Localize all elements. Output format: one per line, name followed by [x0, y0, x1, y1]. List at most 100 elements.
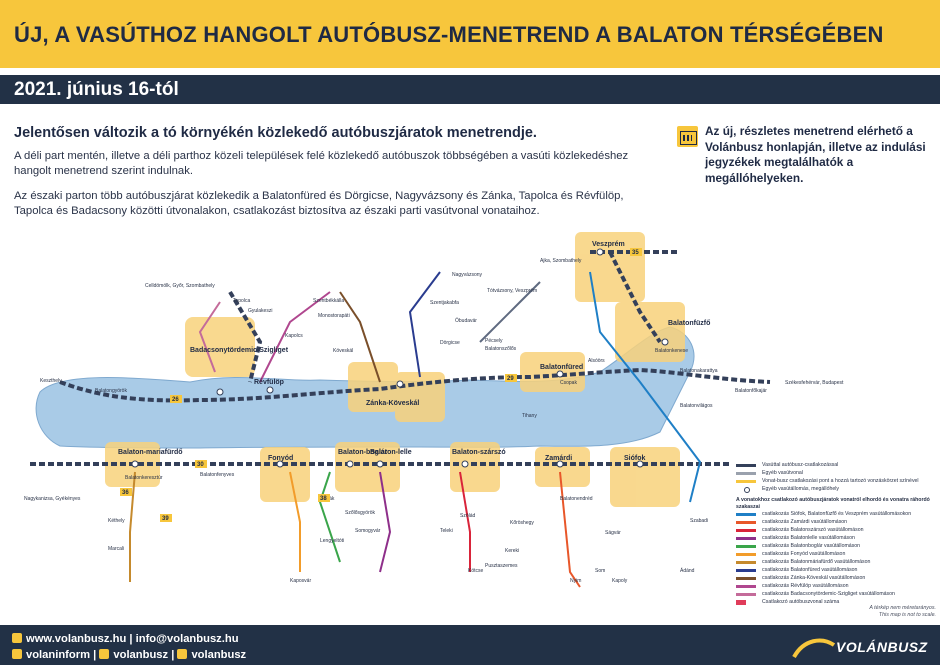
- place-label-12: Tihany: [522, 413, 537, 419]
- legend-route: csatlakozás Balatonboglár vasútállomáson: [736, 543, 936, 551]
- place-label-24: Lengyeltóti: [320, 538, 344, 544]
- route-number-26: 26: [172, 397, 179, 403]
- bus-routes: [129, 271, 702, 588]
- legend-item: Egyéb vasútállomás, megállóhely: [736, 486, 936, 494]
- map-legend: Vasúttal autóbusz-csatlakozással Egyéb v…: [736, 462, 936, 607]
- effective-date: 2021. június 16-tól: [14, 79, 179, 100]
- intro-paragraph-south: A déli part mentén, illetve a déli parth…: [14, 150, 629, 177]
- footer-contact-line: www.volanbusz.hu | info@volanbusz.hu: [12, 633, 239, 645]
- legend-item: Vonat-busz csatlakozási pont a hozzá tar…: [736, 478, 936, 486]
- legend-route: csatlakozás Fonyód vasútállomáson: [736, 551, 936, 559]
- place-label-34: Ságvár: [605, 530, 621, 536]
- place-label-7: Szentjakabfa: [430, 300, 459, 306]
- facebook-icon: [12, 649, 22, 659]
- schedule-notice: Az új, részletes menetrend elérhető a Vo…: [677, 124, 927, 186]
- place-label-37: Kapoly: [612, 578, 628, 584]
- legend-route: csatlakozás Balatonmáriafürdő vasútállom…: [736, 559, 936, 567]
- place-label-27: Kötcse: [468, 568, 484, 574]
- place-label-44: Székesfehérvár, Budapest: [785, 380, 844, 386]
- place-label-41: Szabadi: [690, 518, 708, 524]
- place-label-42: Kaposvár: [290, 578, 311, 584]
- social-link-1[interactable]: volaninform: [26, 649, 91, 661]
- date-bar: 2021. június 16-tól: [0, 75, 940, 104]
- place-label-4: Szentbékkálla: [313, 298, 344, 304]
- place-label-28: Kereki: [505, 548, 519, 554]
- place-label-47: Tótvázsony, Veszprém: [487, 288, 537, 294]
- legend-route: csatlakozás Balatonlelle vasútállomáson: [736, 535, 936, 543]
- hub-label-5: Balatonfüred: [540, 364, 583, 371]
- place-label-22: Balatonfenyves: [200, 472, 235, 478]
- legend-route: csatlakozás Zamárdi vasútállomáson: [736, 519, 936, 527]
- hub-label-2: Badacsonytördemic-Szigliget: [190, 347, 289, 354]
- place-label-35: Som: [595, 568, 605, 574]
- place-label-16: Balatonakarattya: [680, 368, 718, 374]
- hub-label-11: Zamárdi: [545, 455, 572, 462]
- place-label-18: Balatonvilágos: [680, 403, 713, 409]
- map-svg: Veszprém Balatonfüzfő Badacsonytördemic-…: [24, 232, 844, 588]
- intro-heading: Jelentősen változik a tó környékén közle…: [14, 125, 537, 141]
- place-label-21: Balatonkeresztúr: [125, 475, 163, 481]
- hub-label-3: Révfülöp: [254, 379, 284, 386]
- disclaimer-en: This map is not to scale.: [878, 612, 936, 618]
- legend-item: Vasúttal autóbusz-csatlakozással: [736, 462, 936, 470]
- notice-text: Az új, részletes menetrend elérhető a Vo…: [705, 124, 926, 185]
- place-label-1: Gyulakeszi: [248, 308, 272, 314]
- hub-label-6: Balaton-mariafürdő: [118, 449, 183, 456]
- volanbusz-logo: VOLÁNBUSZ: [792, 635, 932, 661]
- hub-label-0: Veszprém: [592, 241, 625, 248]
- page-title: ÚJ, A VASÚTHOZ HANGOLT AUTÓBUSZ-MENETREN…: [14, 22, 884, 47]
- place-label-0: Tapolca: [233, 298, 250, 304]
- place-label-43: Nagykanizsa, Gyékényes: [24, 496, 81, 502]
- legend-route: Csatlakozó autóbuszvonal száma: [736, 599, 936, 607]
- legend-route: csatlakozás Balatonszárszó vasútállomáso…: [736, 527, 936, 535]
- footer-social-line: volaninform | volanbusz | volanbusz: [12, 649, 246, 661]
- hub-label-1: Balatonfüzfő: [668, 320, 710, 327]
- place-label-10: Pécsely: [485, 338, 503, 344]
- website-link[interactable]: www.volanbusz.hu: [26, 633, 127, 645]
- email-link[interactable]: info@volanbusz.hu: [135, 633, 239, 645]
- footer: www.volanbusz.hu | info@volanbusz.hu vol…: [0, 625, 940, 665]
- place-label-46: Celldömölk, Győr, Szombathely: [145, 283, 215, 289]
- route-number-29: 29: [507, 376, 514, 382]
- logo-swoosh-icon: [792, 638, 836, 659]
- hub-label-8: Balaton-boglár: [338, 449, 388, 456]
- place-label-32: Kőröshegy: [510, 520, 534, 526]
- globe-icon: [12, 633, 22, 643]
- route-number-38: 38: [320, 496, 327, 502]
- hub-label-10: Balaton-szárszó: [452, 449, 506, 456]
- disclaimer-hu: A térkép nem méretarányos.: [869, 605, 936, 611]
- place-label-14: Csopak: [560, 380, 577, 386]
- route-number-30: 30: [197, 462, 204, 468]
- hub-label-12: Siófok: [624, 455, 645, 462]
- place-label-45: Ajka, Szombathely: [540, 258, 582, 264]
- instagram-icon: [177, 649, 188, 659]
- hub-label-4: Zánka-Köveskál: [366, 400, 419, 407]
- place-label-39: Kéthely: [108, 518, 125, 524]
- place-label-26: Szőlősgyörök: [345, 510, 376, 516]
- place-label-11: Balatonszőlős: [485, 346, 517, 352]
- legend-route: csatlakozás Siófok, Balatonfüzfő és Vesz…: [736, 511, 936, 519]
- place-label-15: Balatonkenese: [655, 348, 688, 354]
- route-number-36: 36: [122, 490, 129, 496]
- place-label-6: Nagyvázsony: [452, 272, 483, 278]
- place-label-30: Szólád: [460, 513, 476, 519]
- brand-name: VOLÁNBUSZ: [836, 639, 928, 655]
- route-number-35: 35: [632, 250, 639, 256]
- place-label-36: Nyim: [570, 578, 581, 584]
- place-label-25: Somogyvár: [355, 528, 381, 534]
- place-label-17: Balatonfőkajár: [735, 388, 767, 394]
- place-label-8: Öbudavár: [455, 317, 477, 324]
- legend-route: csatlakozás Balatonfüred vasútállomáson: [736, 567, 936, 575]
- legend-section-title: A vonatokhoz csatlakozó autóbuszjáratok …: [736, 497, 930, 510]
- scale-disclaimer: A térkép nem méretarányos. This map is n…: [860, 605, 936, 619]
- hub-label-9: Balaton-lelle: [370, 449, 412, 456]
- place-label-20: Keszthely: [40, 378, 62, 384]
- social-link-3[interactable]: volanbusz: [191, 649, 247, 661]
- legend-route: csatlakozás Badacsonytördemic-Szigliget …: [736, 591, 936, 599]
- social-link-2[interactable]: volanbusz: [113, 649, 169, 661]
- place-label-9: Dörgicse: [440, 340, 460, 346]
- hub-label-7: Fonyód: [268, 455, 293, 462]
- place-label-5: Köveskál: [333, 348, 353, 354]
- legend-route: csatlakozás Zánka-Köveskál vasútállomáso…: [736, 575, 936, 583]
- route-map: Veszprém Balatonfüzfő Badacsonytördemic-…: [0, 232, 940, 624]
